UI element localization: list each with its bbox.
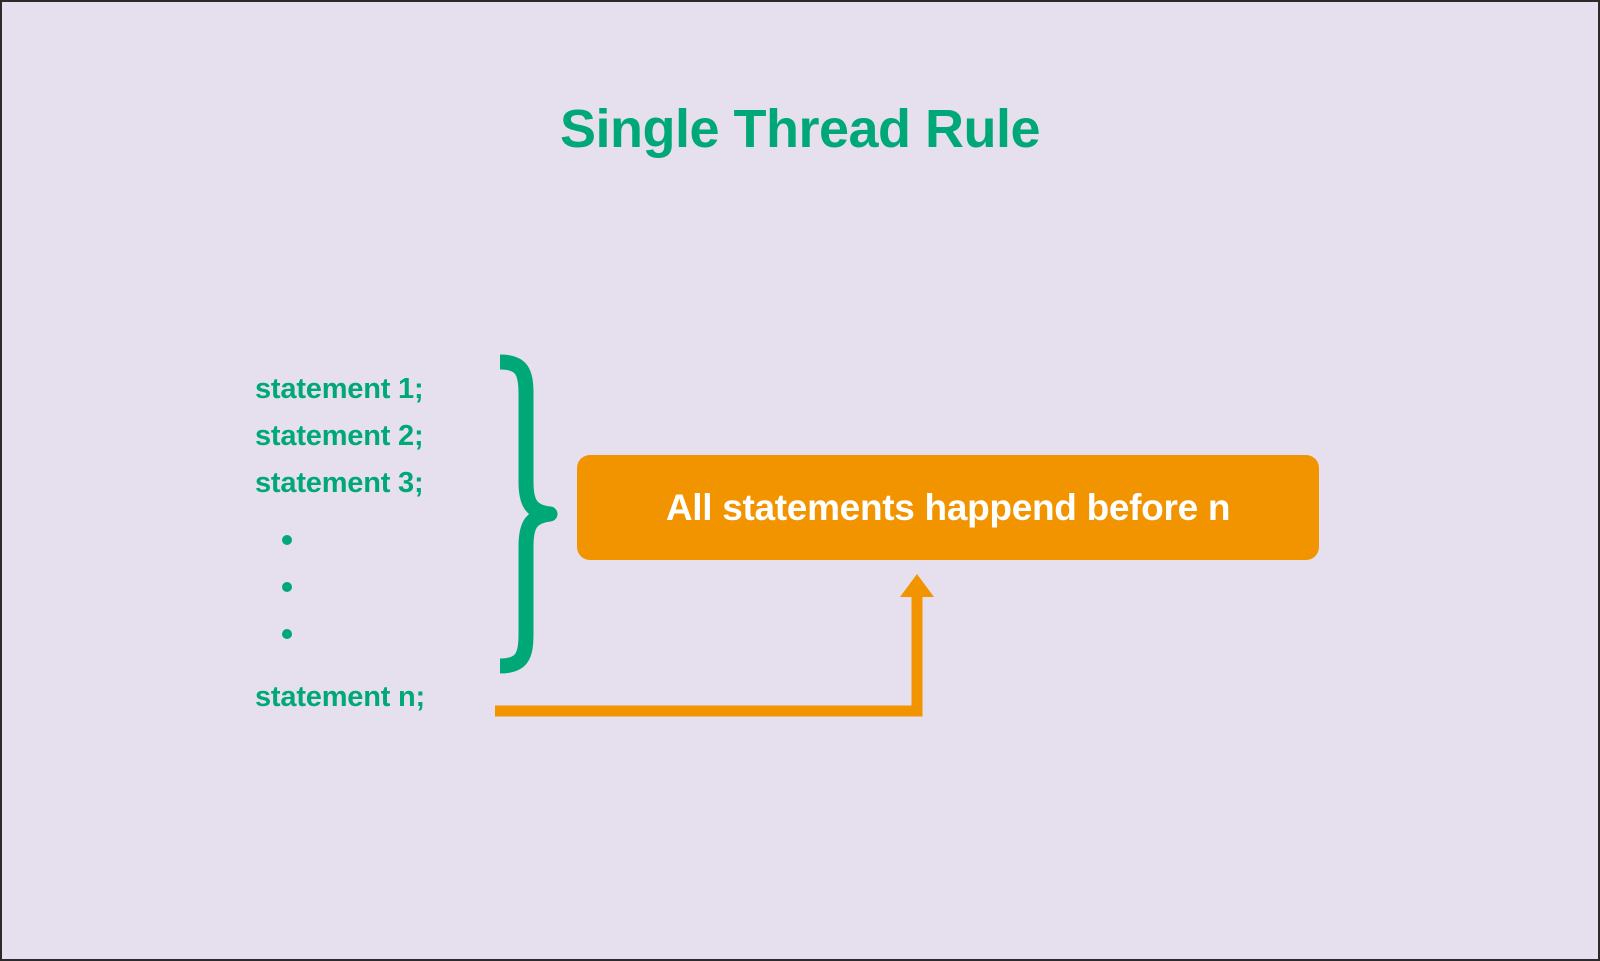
statement-line-1: statement 1; xyxy=(255,373,424,405)
callout-box: All statements happend before n xyxy=(577,455,1319,560)
statement-line-3: statement 3; xyxy=(255,467,424,499)
curly-brace-icon xyxy=(499,354,558,674)
statement-line-n: statement n; xyxy=(255,681,426,713)
ellipsis-dot-icon xyxy=(282,629,292,639)
ellipsis-dot-icon xyxy=(282,582,292,592)
statement-line-2: statement 2; xyxy=(255,420,424,452)
page-title: Single Thread Rule xyxy=(559,99,1041,159)
ellipsis-dot-icon xyxy=(282,535,292,545)
callout-label: All statements happend before n xyxy=(665,486,1231,528)
elbow-arrow-icon xyxy=(495,574,934,717)
